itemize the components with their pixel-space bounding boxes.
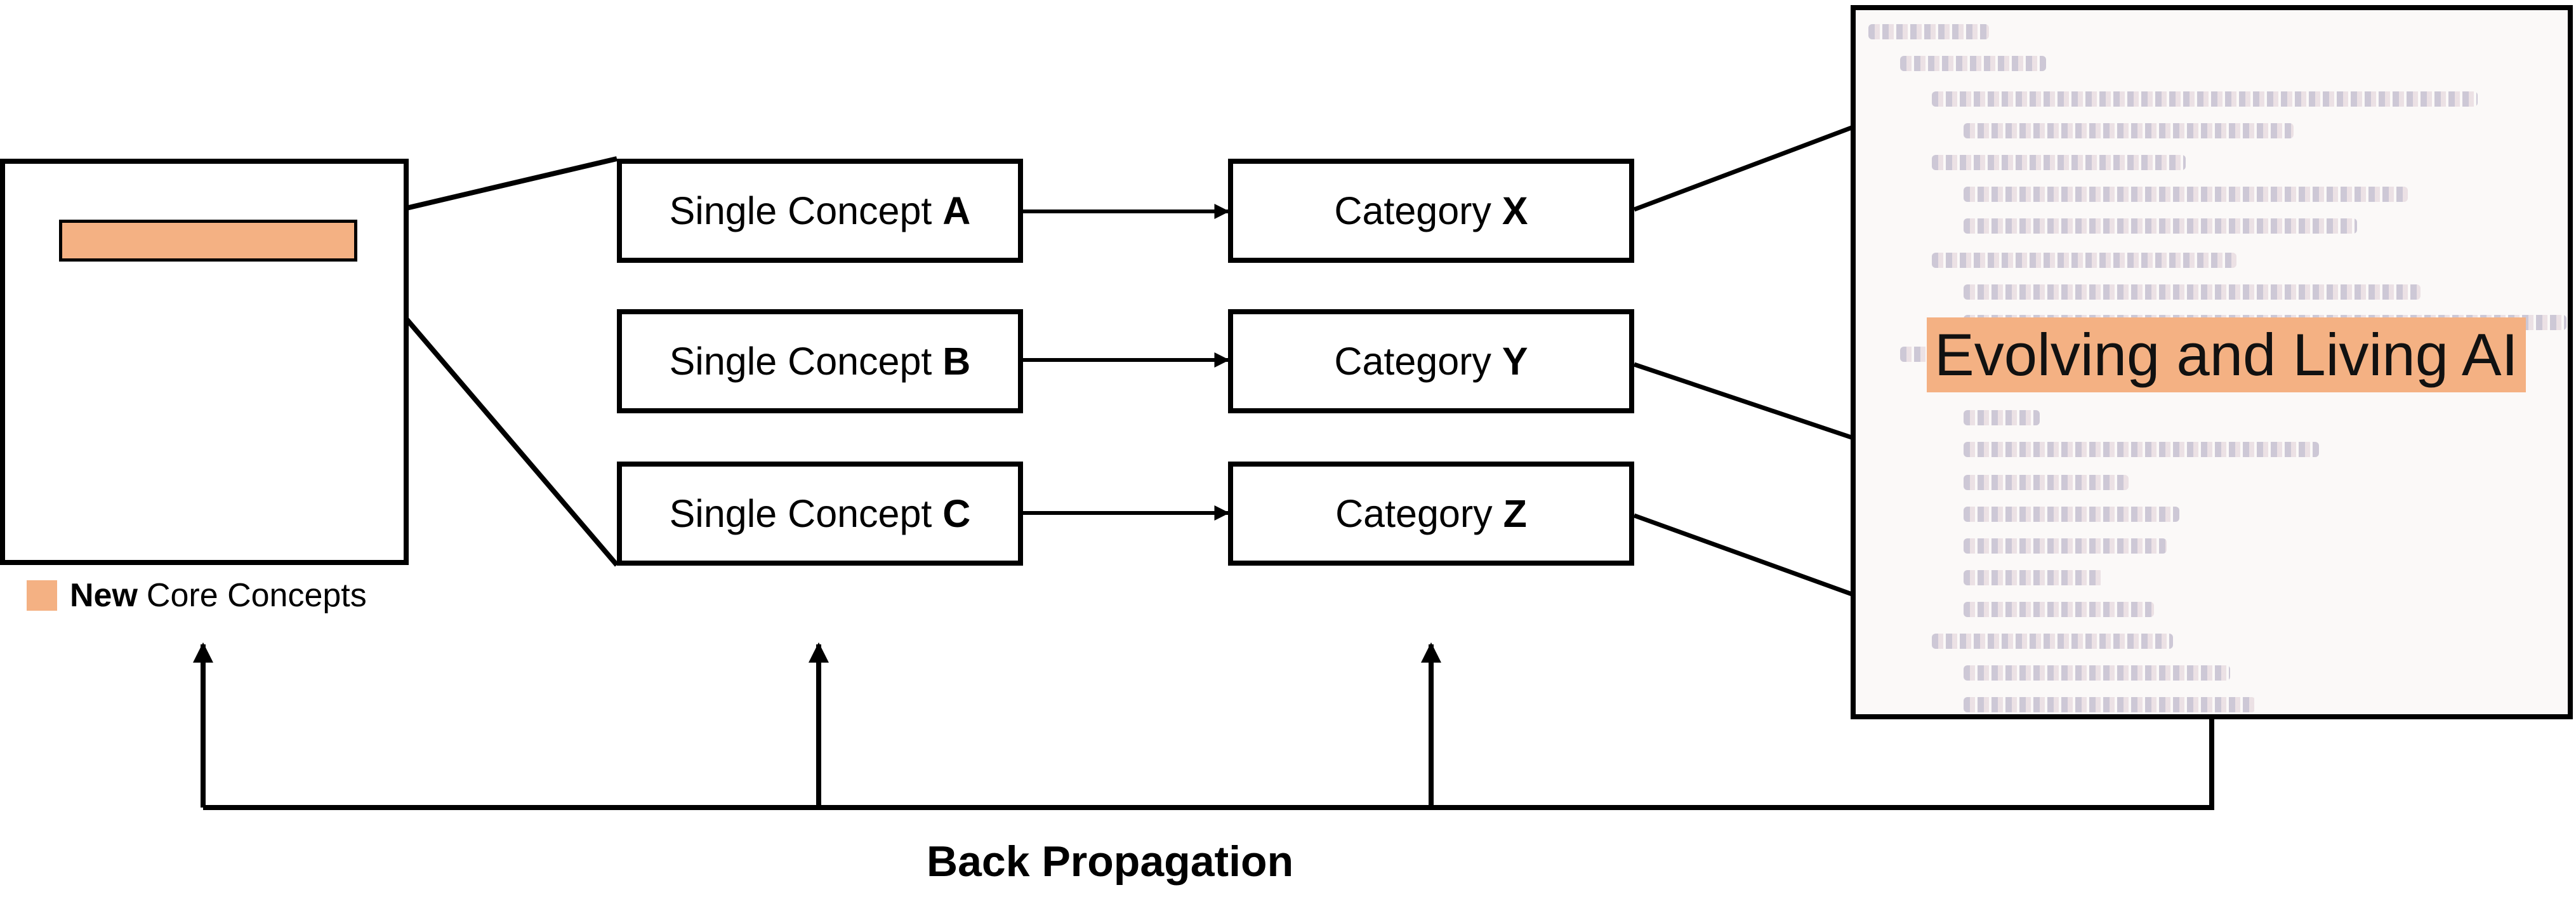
concept-label: Single Concept xyxy=(669,189,943,232)
legend-swatch xyxy=(27,580,57,611)
concept-letter: B xyxy=(942,340,971,383)
doc-text-line xyxy=(1964,410,2040,425)
doc-text-line xyxy=(1964,123,2294,138)
doc-text-line xyxy=(1964,187,2408,202)
single-concept-c-box: Single Concept C xyxy=(617,462,1023,566)
doc-text-line xyxy=(1932,155,2186,170)
doc-text-line xyxy=(1964,538,2167,554)
doc-text-line xyxy=(1964,284,2421,300)
doc-text-line xyxy=(1964,218,2357,234)
doc-text-line xyxy=(1900,56,2046,71)
category-letter: Z xyxy=(1503,492,1527,535)
back-propagation-label: Back Propagation xyxy=(927,837,1294,886)
legend-text: Core Concepts xyxy=(146,577,367,614)
new-core-concept-bar xyxy=(59,220,357,262)
doc-text-line xyxy=(1964,697,2256,712)
category-label: Category xyxy=(1335,492,1503,535)
category-letter: X xyxy=(1502,189,1528,232)
category-y-box: Category Y xyxy=(1228,309,1634,413)
doc-text-line xyxy=(1964,442,2319,457)
category-x-box: Category X xyxy=(1228,159,1634,263)
evolving-living-ai-label: Evolving and Living AI xyxy=(1927,317,2526,392)
doc-text-line xyxy=(1868,24,1989,39)
doc-text-line xyxy=(1932,91,2478,107)
back-propagation-path xyxy=(203,719,2214,810)
concept-letter: A xyxy=(942,189,971,232)
concept-label: Single Concept xyxy=(669,492,943,535)
doc-text-line xyxy=(1932,634,2173,649)
legend: New Core Concepts xyxy=(27,576,367,615)
category-letter: Y xyxy=(1502,340,1528,383)
doc-text-line xyxy=(1964,475,2129,490)
doc-text-line xyxy=(1964,570,2103,585)
single-concept-b-box: Single Concept B xyxy=(617,309,1023,413)
doc-text-line xyxy=(1932,253,2236,268)
doc-text-line xyxy=(1964,507,2179,522)
category-label: Category xyxy=(1334,189,1502,232)
single-concept-a-box: Single Concept A xyxy=(617,159,1023,263)
doc-text-line xyxy=(1964,665,2230,681)
category-z-box: Category Z xyxy=(1228,462,1634,566)
category-label: Category xyxy=(1334,340,1502,383)
concept-label: Single Concept xyxy=(669,340,943,383)
legend-bold: New xyxy=(70,577,138,614)
concept-letter: C xyxy=(942,492,971,535)
doc-text-line xyxy=(1964,602,2154,617)
